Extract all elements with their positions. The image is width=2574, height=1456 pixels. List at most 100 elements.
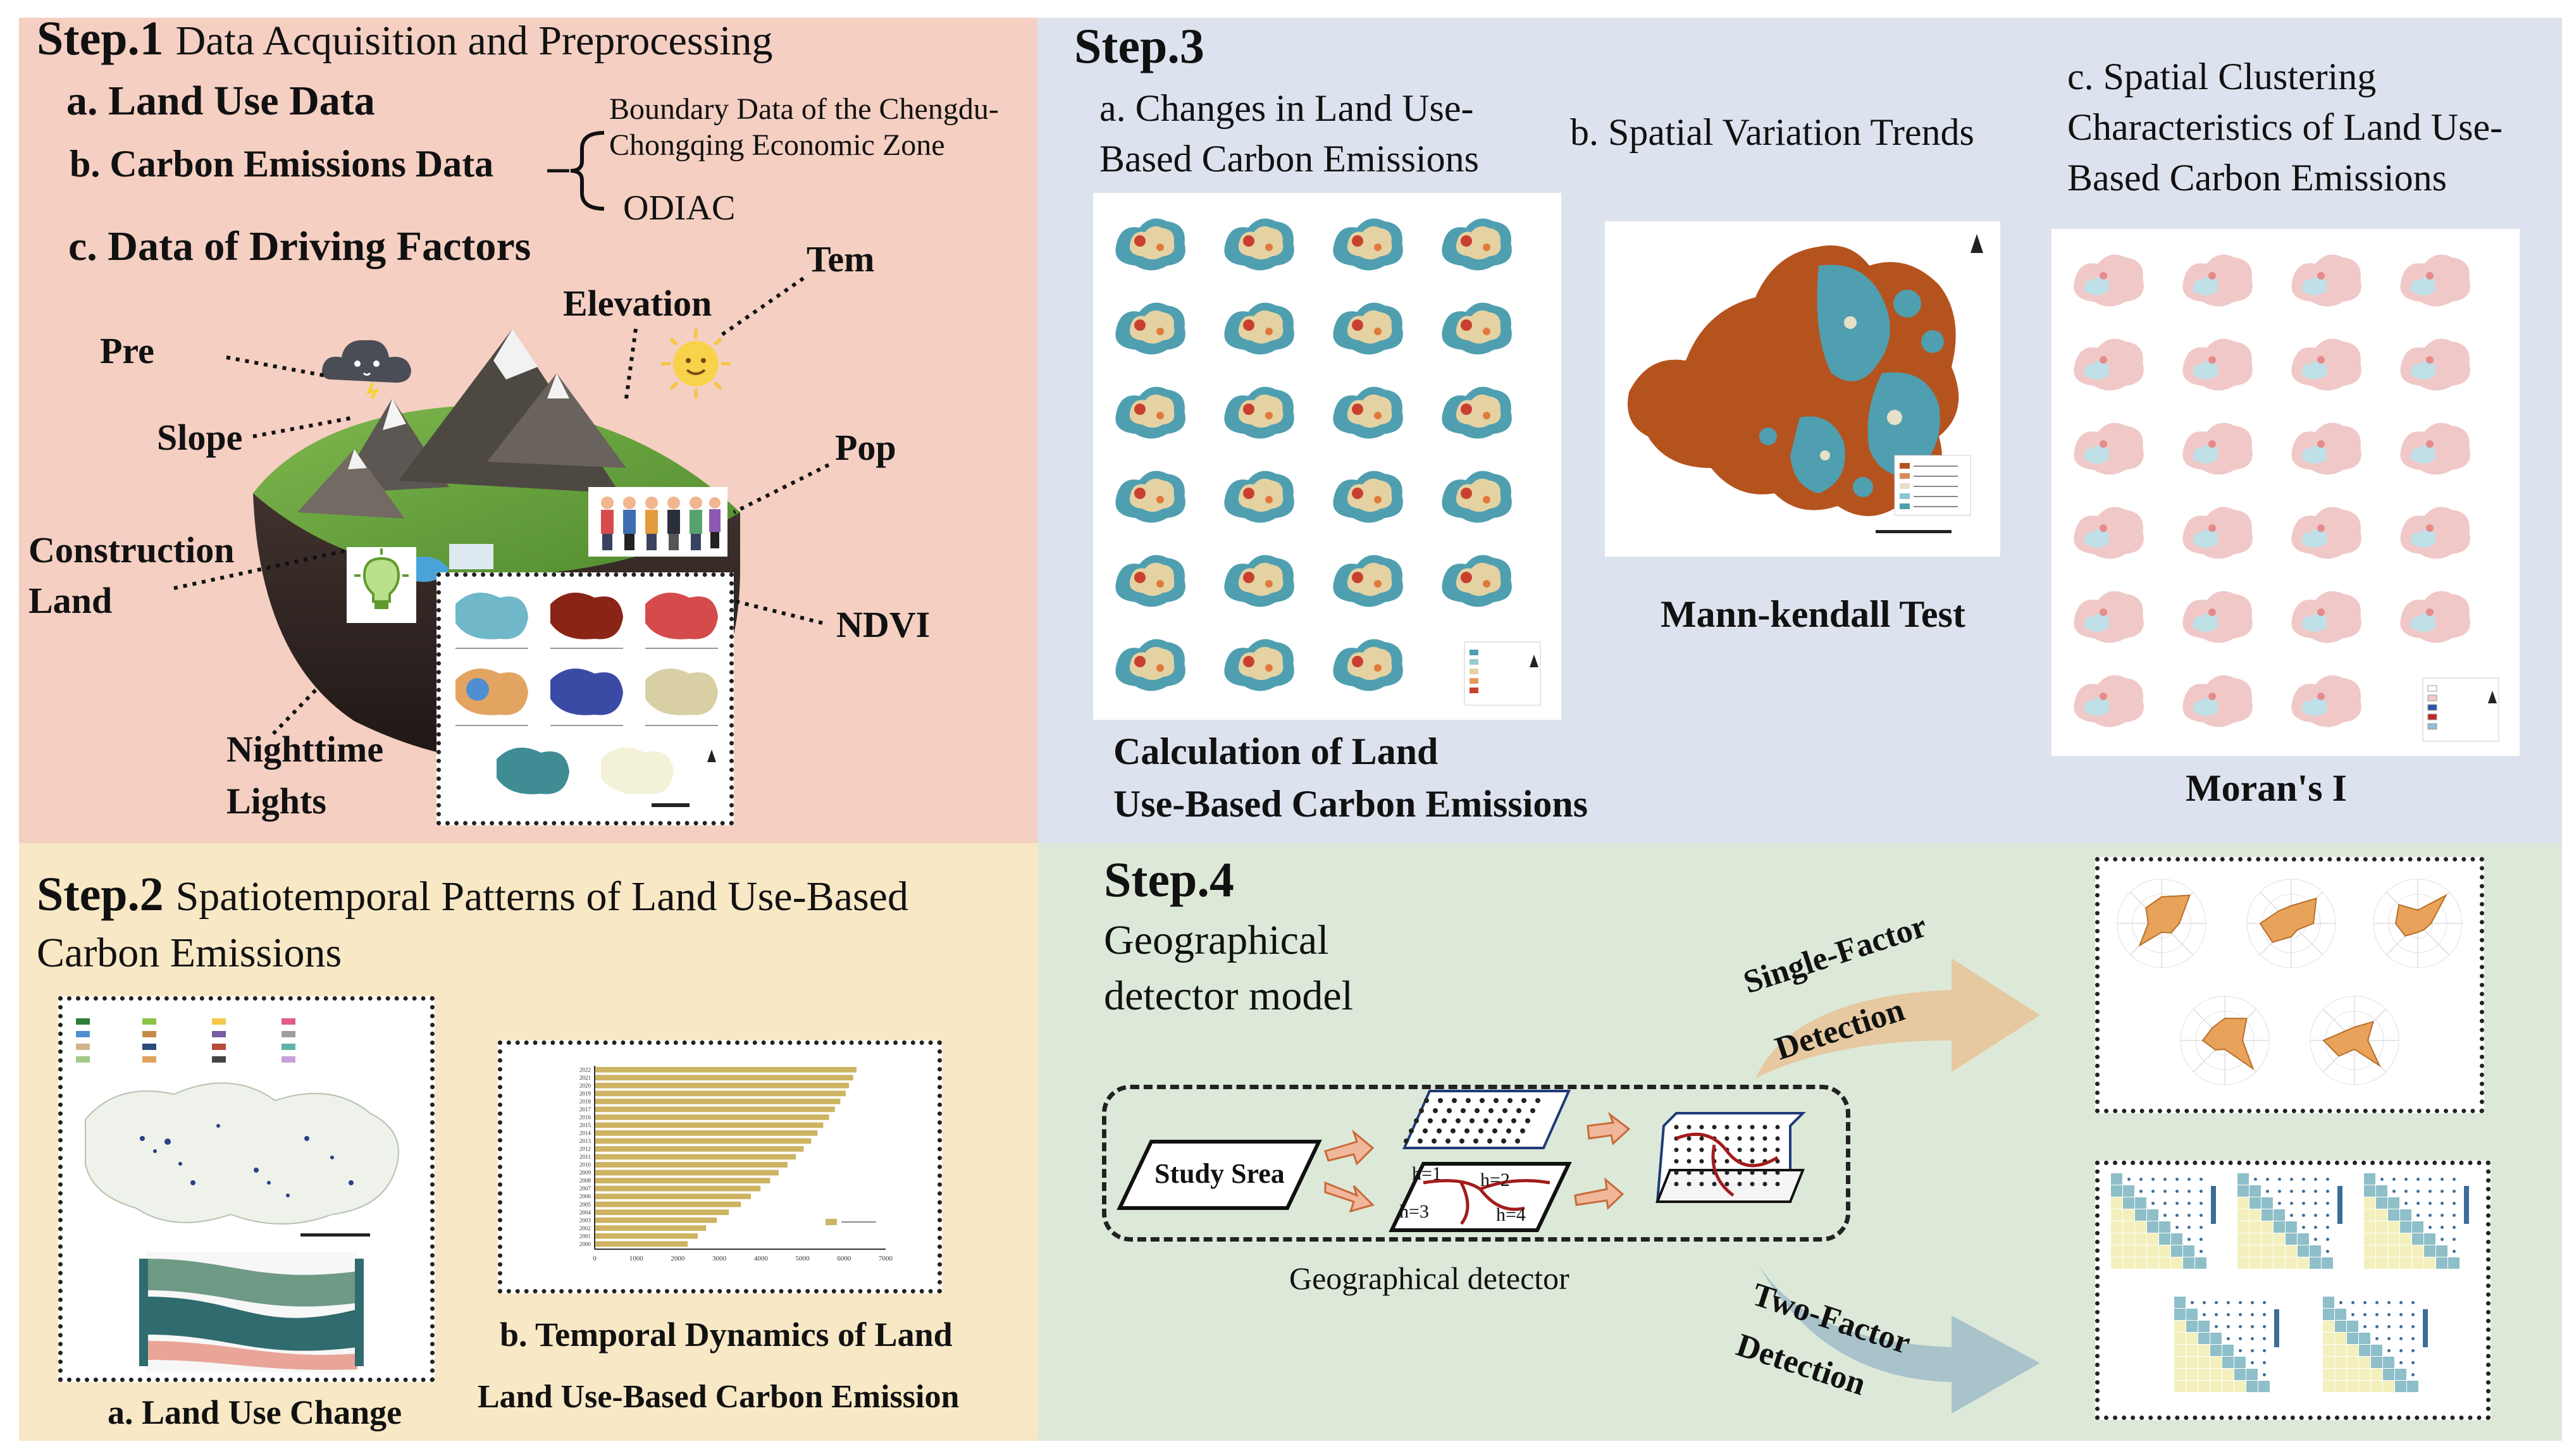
legend-swatches bbox=[76, 1018, 295, 1063]
bar-2007 bbox=[595, 1185, 761, 1192]
heatmap-colorbar bbox=[2274, 1309, 2279, 1347]
y-tick-2012: 2012 bbox=[579, 1146, 591, 1152]
factor-nighttime-lights-2: Lights bbox=[226, 780, 326, 822]
moran-map-thumb bbox=[2182, 423, 2253, 475]
bar-2012 bbox=[595, 1146, 804, 1152]
x-tick-2000: 2000 bbox=[671, 1255, 685, 1262]
y-tick-2007: 2007 bbox=[579, 1185, 591, 1192]
moran-map-thumb bbox=[2291, 591, 2361, 643]
driving-factor-maps bbox=[455, 593, 718, 807]
factor-pop: Pop bbox=[835, 427, 896, 468]
land-use-change-figure bbox=[76, 1018, 399, 1373]
moran-map-thumb bbox=[2182, 338, 2253, 391]
y-tick-2016: 2016 bbox=[579, 1114, 591, 1121]
moran-map-thumb bbox=[2291, 254, 2361, 307]
bar-2004 bbox=[595, 1209, 729, 1216]
step3-sub-c-2: Characteristics of Land Use- bbox=[2067, 106, 2503, 148]
y-tick-2002: 2002 bbox=[579, 1225, 591, 1231]
moran-maps-grid bbox=[2074, 254, 2499, 742]
step2-title-1: Spatiotemporal Patterns of Land Use-Base… bbox=[175, 873, 908, 920]
y-tick-2019: 2019 bbox=[579, 1090, 591, 1097]
moran-map-thumb bbox=[2074, 675, 2144, 727]
factor-construction-land-1: Construction bbox=[28, 529, 235, 571]
bar-2020 bbox=[595, 1082, 850, 1089]
moran-map-thumb bbox=[2400, 591, 2470, 643]
bar-2014 bbox=[595, 1130, 818, 1136]
step2-heading-row: Step.2 Spatiotemporal Patterns of Land U… bbox=[37, 868, 908, 921]
step1-item-b: b. Carbon Emissions Data bbox=[70, 143, 494, 185]
y-tick-2018: 2018 bbox=[579, 1098, 591, 1104]
y-tick-2000: 2000 bbox=[579, 1241, 591, 1247]
brace-top-line1: Boundary Data of the Chengdu- bbox=[609, 92, 999, 126]
study-area-label: Study Srea bbox=[1154, 1158, 1285, 1189]
step1-title: Data Acquisition and Preprocessing bbox=[175, 18, 773, 64]
step3-sub-c-1: c. Spatial Clustering bbox=[2067, 56, 2377, 97]
zone-label-2: h=2 bbox=[1480, 1169, 1510, 1190]
step1-item-c: c. Data of Driving Factors bbox=[68, 223, 531, 269]
x-tick-6000: 6000 bbox=[837, 1255, 851, 1262]
geo-detector-box bbox=[1102, 1085, 1850, 1242]
step2-heading: Step.2 bbox=[37, 868, 164, 921]
x-tick-3000: 3000 bbox=[712, 1255, 727, 1262]
y-tick-2011: 2011 bbox=[579, 1154, 591, 1160]
step2-title-2: Carbon Emissions bbox=[37, 930, 342, 976]
step2-caption-a: a. Land Use Change bbox=[108, 1393, 402, 1431]
x-tick-7000: 7000 bbox=[879, 1255, 893, 1262]
bar-2000 bbox=[595, 1241, 688, 1247]
lightbulb-icon bbox=[347, 547, 416, 623]
heatmap-colorbar bbox=[2211, 1186, 2216, 1224]
population-icon bbox=[588, 487, 727, 557]
step1-heading: Step.1 bbox=[37, 12, 164, 65]
step1-heading-row: Step.1 Data Acquisition and Preprocessin… bbox=[37, 12, 773, 65]
bar-2008 bbox=[595, 1178, 770, 1183]
step3-caption-a-2: Use-Based Carbon Emissions bbox=[1113, 783, 1588, 825]
heatmap-colorbar bbox=[2337, 1186, 2342, 1224]
y-tick-labels: 2000200120022003200420052006200720082009… bbox=[579, 1066, 591, 1247]
moran-map-thumb bbox=[2182, 254, 2253, 307]
step3-sub-a-2: Based Carbon Emissions bbox=[1099, 138, 1479, 180]
single-factor-results-box bbox=[2095, 857, 2484, 1113]
bar-2001 bbox=[595, 1233, 698, 1239]
storm-cloud-icon bbox=[322, 340, 411, 398]
moran-map-thumb bbox=[2074, 507, 2144, 559]
two-factor-heatmaps bbox=[2111, 1173, 2469, 1392]
step3-sub-a-1: a. Changes in Land Use- bbox=[1099, 87, 1474, 129]
step3-caption-b: Mann-kendall Test bbox=[1661, 593, 1965, 635]
heatmap-colorbar bbox=[2464, 1186, 2469, 1224]
carbon-emission-maps-card bbox=[1093, 193, 1561, 720]
moran-map-thumb bbox=[2074, 423, 2144, 475]
y-tick-2014: 2014 bbox=[579, 1130, 591, 1137]
bar-2013 bbox=[595, 1138, 812, 1144]
bar-2002 bbox=[595, 1225, 707, 1231]
bar-2018 bbox=[595, 1098, 841, 1104]
moran-map-thumb bbox=[2182, 675, 2253, 727]
moran-map-thumb bbox=[2074, 591, 2144, 643]
y-tick-2004: 2004 bbox=[579, 1209, 591, 1216]
single-factor-arrow bbox=[1755, 958, 2040, 1078]
two-factor-arrow bbox=[1755, 1259, 2040, 1414]
x-tick-1000: 1000 bbox=[629, 1255, 644, 1262]
y-tick-2001: 2001 bbox=[579, 1233, 591, 1239]
single-factor-radar-charts bbox=[2117, 879, 2463, 1085]
y-tick-2013: 2013 bbox=[579, 1138, 591, 1144]
step3-sub-b: b. Spatial Variation Trends bbox=[1570, 111, 1974, 153]
bar-2022 bbox=[595, 1066, 857, 1073]
factor-construction-land-2: Land bbox=[28, 580, 113, 621]
x-tick-5000: 5000 bbox=[796, 1255, 810, 1262]
moran-map-thumb bbox=[2074, 254, 2144, 307]
step3-caption-a-1: Calculation of Land bbox=[1113, 731, 1439, 772]
radar-chart bbox=[2259, 898, 2317, 943]
moran-map-thumb bbox=[2400, 507, 2470, 559]
bar-2005 bbox=[595, 1201, 741, 1207]
step3-caption-c: Moran's I bbox=[2186, 767, 2347, 809]
y-tick-2008: 2008 bbox=[579, 1178, 591, 1184]
bar-2003 bbox=[595, 1217, 717, 1223]
step4-title-2: detector model bbox=[1104, 973, 1354, 1019]
step4-title-1: Geographical bbox=[1104, 917, 1329, 963]
moran-map-thumb bbox=[2400, 338, 2470, 391]
heatmap-colorbar bbox=[2423, 1309, 2428, 1347]
moran-map-thumb bbox=[2400, 254, 2470, 307]
factor-ndvi: NDVI bbox=[836, 604, 931, 645]
step3-heading: Step.3 bbox=[1074, 18, 1204, 73]
